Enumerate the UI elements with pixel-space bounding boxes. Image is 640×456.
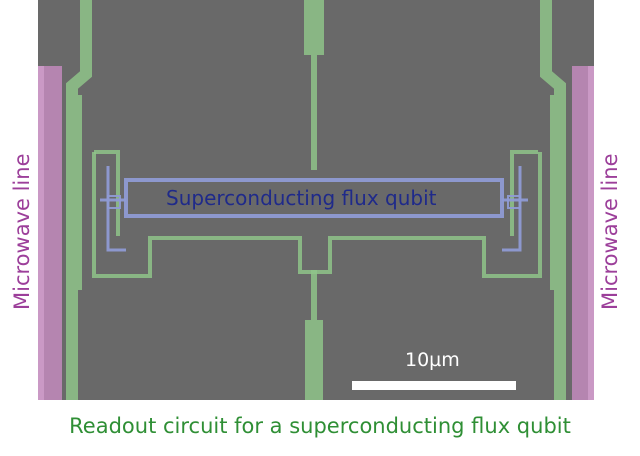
microwave-line-left-strip [38, 66, 62, 400]
microwave-line-label-right: Microwave line [598, 153, 622, 311]
figure-caption: Readout circuit for a superconducting fl… [69, 414, 571, 438]
scale-label: 10µm [405, 349, 460, 371]
qubit-label: Superconducting flux qubit [166, 186, 437, 210]
qubit-loop [100, 166, 528, 252]
microwave-line-right-strip [572, 66, 594, 400]
microwave-line-label-left: Microwave line [10, 153, 34, 311]
readout-circuit-traces [66, 0, 566, 400]
scale-bar [352, 381, 516, 390]
